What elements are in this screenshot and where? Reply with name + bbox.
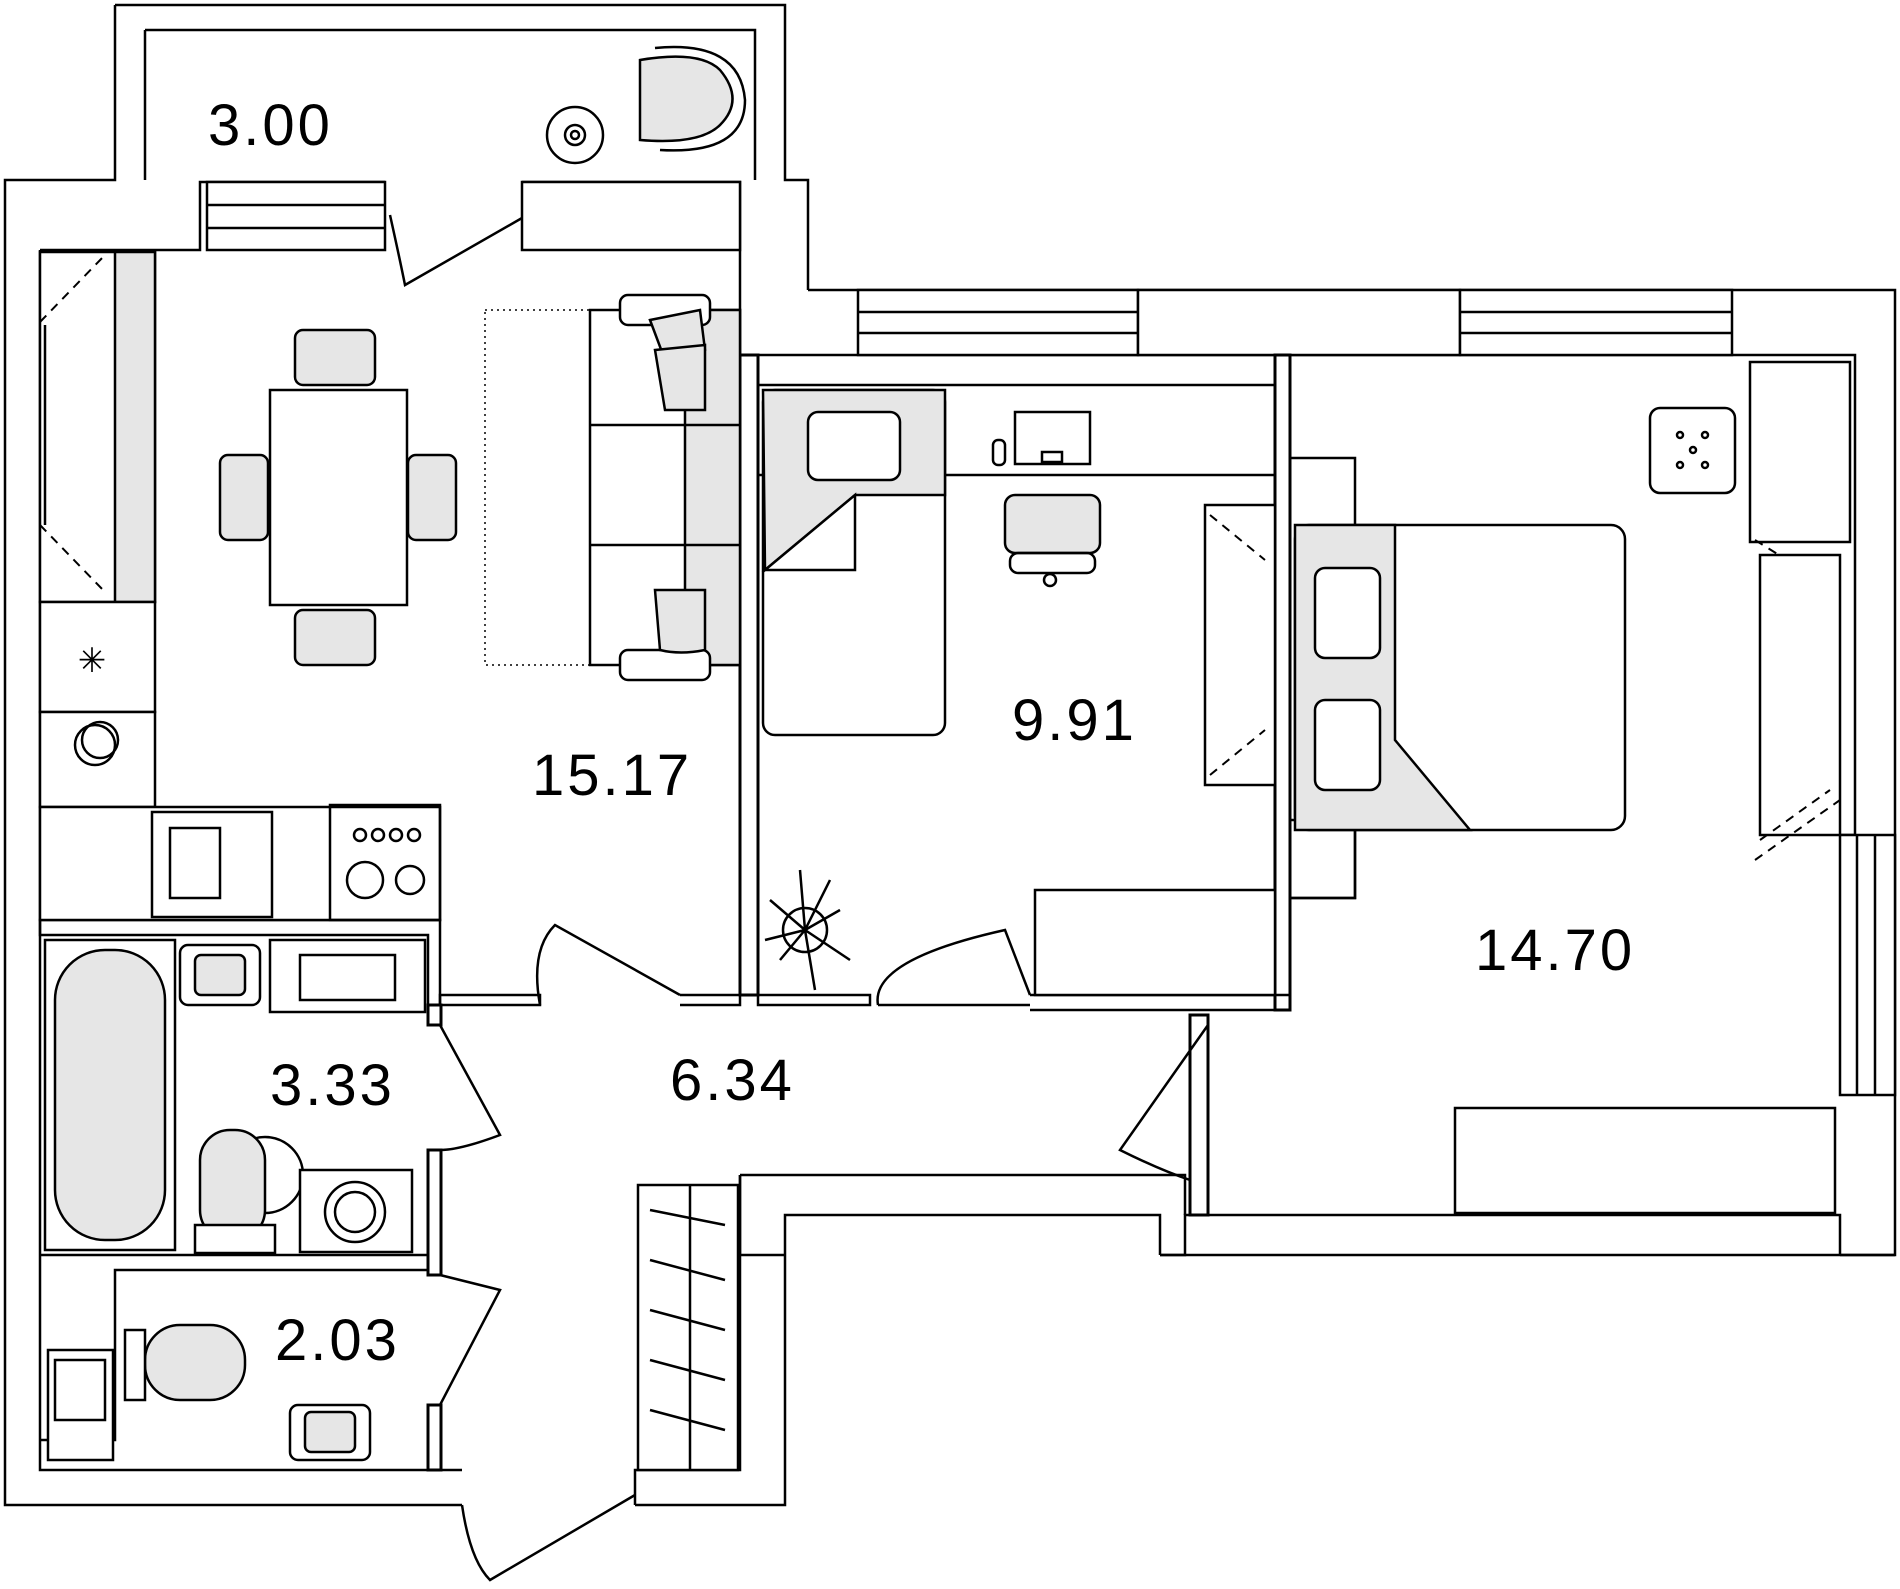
armchair-icon (638, 55, 734, 143)
laptop-icon (1013, 410, 1092, 466)
area-label-bedroom: 14.70 (1475, 918, 1635, 983)
plant-icon (781, 906, 829, 954)
interior-walls (38, 353, 1357, 1472)
toilet-icon (198, 1128, 267, 1242)
area-label-bathroom: 3.33 (270, 1053, 395, 1118)
doors (438, 923, 1210, 1582)
shelf-icon (1033, 888, 1277, 997)
living-kitchen-furniture: ✳ (38, 250, 742, 922)
area-label-living-kitchen: 15.17 (532, 743, 692, 808)
wardrobe-icon (1453, 1106, 1837, 1215)
toilet-room-furniture (46, 1323, 372, 1462)
area-labels: 3.00 15.17 9.91 14.70 3.33 6.34 2.03 (208, 93, 1635, 1373)
area-label-balcony: 3.00 (208, 93, 333, 158)
hall-wardrobe-icon (636, 1183, 740, 1472)
wc-icon (143, 1323, 247, 1402)
area-label-hallway: 6.34 (670, 1048, 795, 1113)
svg-text:✳: ✳ (78, 642, 107, 680)
bedroom-windows (856, 288, 1897, 1097)
rug-icon (484, 309, 721, 666)
bathroom-furniture (43, 938, 427, 1255)
balcony-furniture (545, 45, 747, 165)
desk-chair-icon (1003, 493, 1102, 555)
area-label-toilet: 2.03 (275, 1308, 400, 1373)
small-bedroom-furniture (761, 388, 1277, 997)
dining-table-icon (268, 388, 409, 607)
side-table-icon (545, 105, 605, 165)
bedroom-furniture (1293, 360, 1852, 1215)
balcony-windows (205, 180, 742, 287)
area-label-small-bedroom: 9.91 (1012, 688, 1137, 753)
hallway-furniture (636, 1183, 740, 1472)
